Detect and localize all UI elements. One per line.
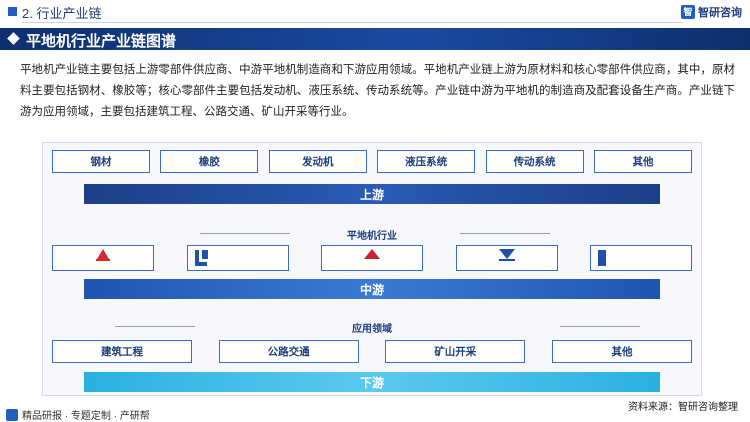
downstream-item: 其他 bbox=[551, 340, 692, 363]
section-marker-icon bbox=[8, 7, 17, 16]
downstream-left-rule bbox=[115, 326, 195, 327]
xcmg-logo-icon bbox=[598, 250, 606, 266]
sdlg-logo-icon bbox=[364, 249, 380, 259]
upstream-item: 钢材 bbox=[52, 150, 150, 173]
brand-logo: 智 智研咨询 bbox=[681, 4, 742, 20]
downstream-band: 下游 bbox=[84, 372, 660, 392]
page-title: 平地机行业产业链图谱 bbox=[26, 33, 177, 50]
title-bar: 平地机行业产业链图谱 bbox=[0, 28, 750, 50]
midstream-label: 平地机行业 bbox=[347, 231, 397, 242]
footer-tagline-text: 精品研报 · 专题定制 · 产研帮 bbox=[22, 411, 150, 422]
liugong-logo-icon bbox=[194, 250, 208, 266]
upstream-item: 传动系统 bbox=[485, 150, 584, 173]
midstream-band: 中游 bbox=[84, 279, 660, 299]
upstream-row: 钢材 橡胶 发动机 液压系统 传动系统 其他 bbox=[52, 150, 692, 173]
footer-tagline: 精品研报 · 专题定制 · 产研帮 bbox=[6, 407, 150, 422]
downstream-row: 建筑工程 公路交通 矿山开采 其他 bbox=[52, 340, 692, 363]
midstream-left-rule bbox=[200, 233, 290, 234]
footer-logo-icon bbox=[6, 408, 18, 421]
downstream-item: 建筑工程 bbox=[52, 340, 192, 363]
midstream-right-rule bbox=[460, 233, 550, 234]
downstream-item: 公路交通 bbox=[218, 340, 359, 363]
brand-name: 智研咨询 bbox=[698, 7, 742, 19]
upstream-band: 上游 bbox=[84, 184, 660, 204]
company-liugong bbox=[186, 245, 289, 271]
section-title: 2. 行业产业链 bbox=[22, 6, 102, 21]
footer-bar: 精品研报 · 专题定制 · 产研帮 bbox=[0, 404, 750, 422]
upstream-item: 发动机 bbox=[268, 150, 367, 173]
header-divider bbox=[22, 22, 682, 23]
downstream-right-rule bbox=[560, 326, 640, 327]
brand-logo-icon: 智 bbox=[681, 5, 695, 19]
top-bar: 2. 行业产业链 智 智研咨询 bbox=[0, 0, 750, 24]
upstream-item: 液压系统 bbox=[377, 150, 476, 173]
upstream-item: 橡胶 bbox=[160, 150, 259, 173]
company-xcmg bbox=[590, 245, 692, 271]
source-note: 资料来源：智研咨询整理 bbox=[628, 402, 738, 413]
upstream-item: 其他 bbox=[593, 150, 692, 173]
sany-logo-icon bbox=[96, 249, 110, 261]
description-paragraph: 平地机产业链主要包括上游零部件供应商、中游平地机制造商和下游应用领域。平地机产业… bbox=[20, 64, 735, 118]
midstream-row bbox=[52, 245, 692, 271]
downstream-item: 矿山开采 bbox=[385, 340, 526, 363]
company-sany bbox=[52, 245, 154, 271]
diamond-icon bbox=[7, 32, 20, 45]
sinomach-logo-icon bbox=[498, 249, 515, 261]
downstream-label: 应用领域 bbox=[352, 324, 392, 335]
company-sinomach bbox=[455, 245, 558, 271]
company-sdlg bbox=[321, 245, 423, 271]
